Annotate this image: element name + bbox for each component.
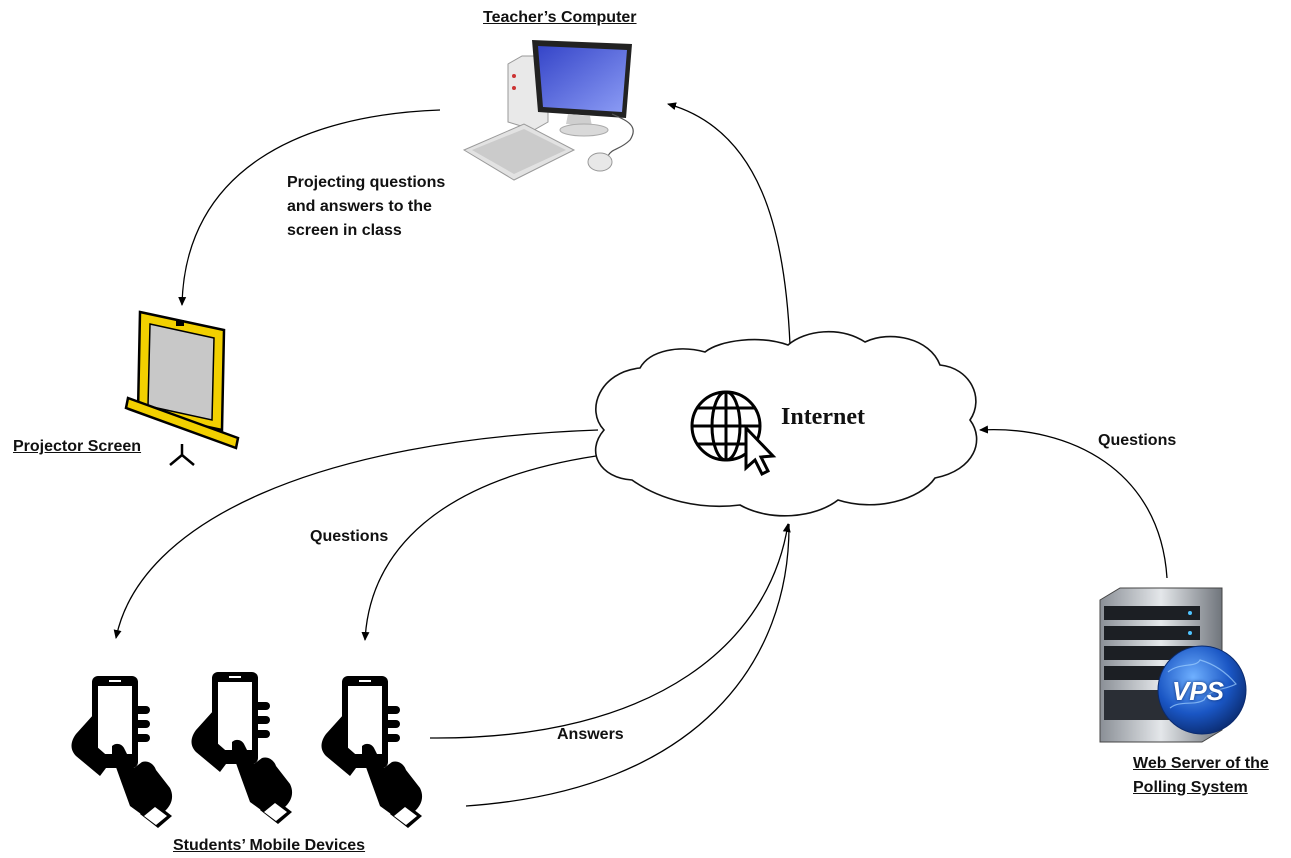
edge-internet-to-students-inner: [361, 455, 597, 641]
server-badge-label: VPS: [1172, 676, 1225, 706]
web-server-line-1: Web Server of the: [1133, 755, 1269, 772]
server-questions-label: Questions: [1098, 432, 1177, 449]
edge-students-to-internet-upper: [429, 523, 791, 739]
edge-server-to-internet: [979, 425, 1168, 579]
teacher-computer-label: Teacher’s Computer: [483, 9, 637, 26]
edge-computer-to-projector: [178, 109, 441, 306]
hand-phone-icon: [321, 676, 423, 828]
web-server-label: Web Server of the Polling System: [1133, 752, 1269, 800]
edge-internet-to-computer: [667, 102, 791, 346]
students-devices-label: Students’ Mobile Devices: [173, 837, 366, 854]
globe-cursor-icon: [690, 390, 777, 477]
server-icon: [1099, 587, 1247, 743]
edge-internet-to-students-outer: [113, 429, 599, 639]
hand-phone-icon: [71, 676, 173, 828]
cloud-icon: [594, 331, 978, 517]
projecting-line-3: screen in class: [287, 222, 402, 239]
projecting-line-1: Projecting questions: [287, 174, 446, 191]
web-server-line-2: Polling System: [1133, 779, 1248, 796]
internet-label: Internet: [781, 404, 865, 430]
projecting-label: Projecting questions and answers to the …: [287, 171, 445, 243]
student-questions-label: Questions: [310, 528, 389, 545]
projector-screen-label: Projector Screen: [13, 438, 142, 455]
computer-icon: [462, 40, 634, 181]
hand-phone-icon: [191, 672, 293, 824]
projecting-line-2: and answers to the: [287, 198, 432, 215]
edge-students-to-internet-lower: [465, 523, 790, 807]
projector-screen-icon: [124, 310, 240, 466]
answers-label: Answers: [557, 726, 624, 743]
